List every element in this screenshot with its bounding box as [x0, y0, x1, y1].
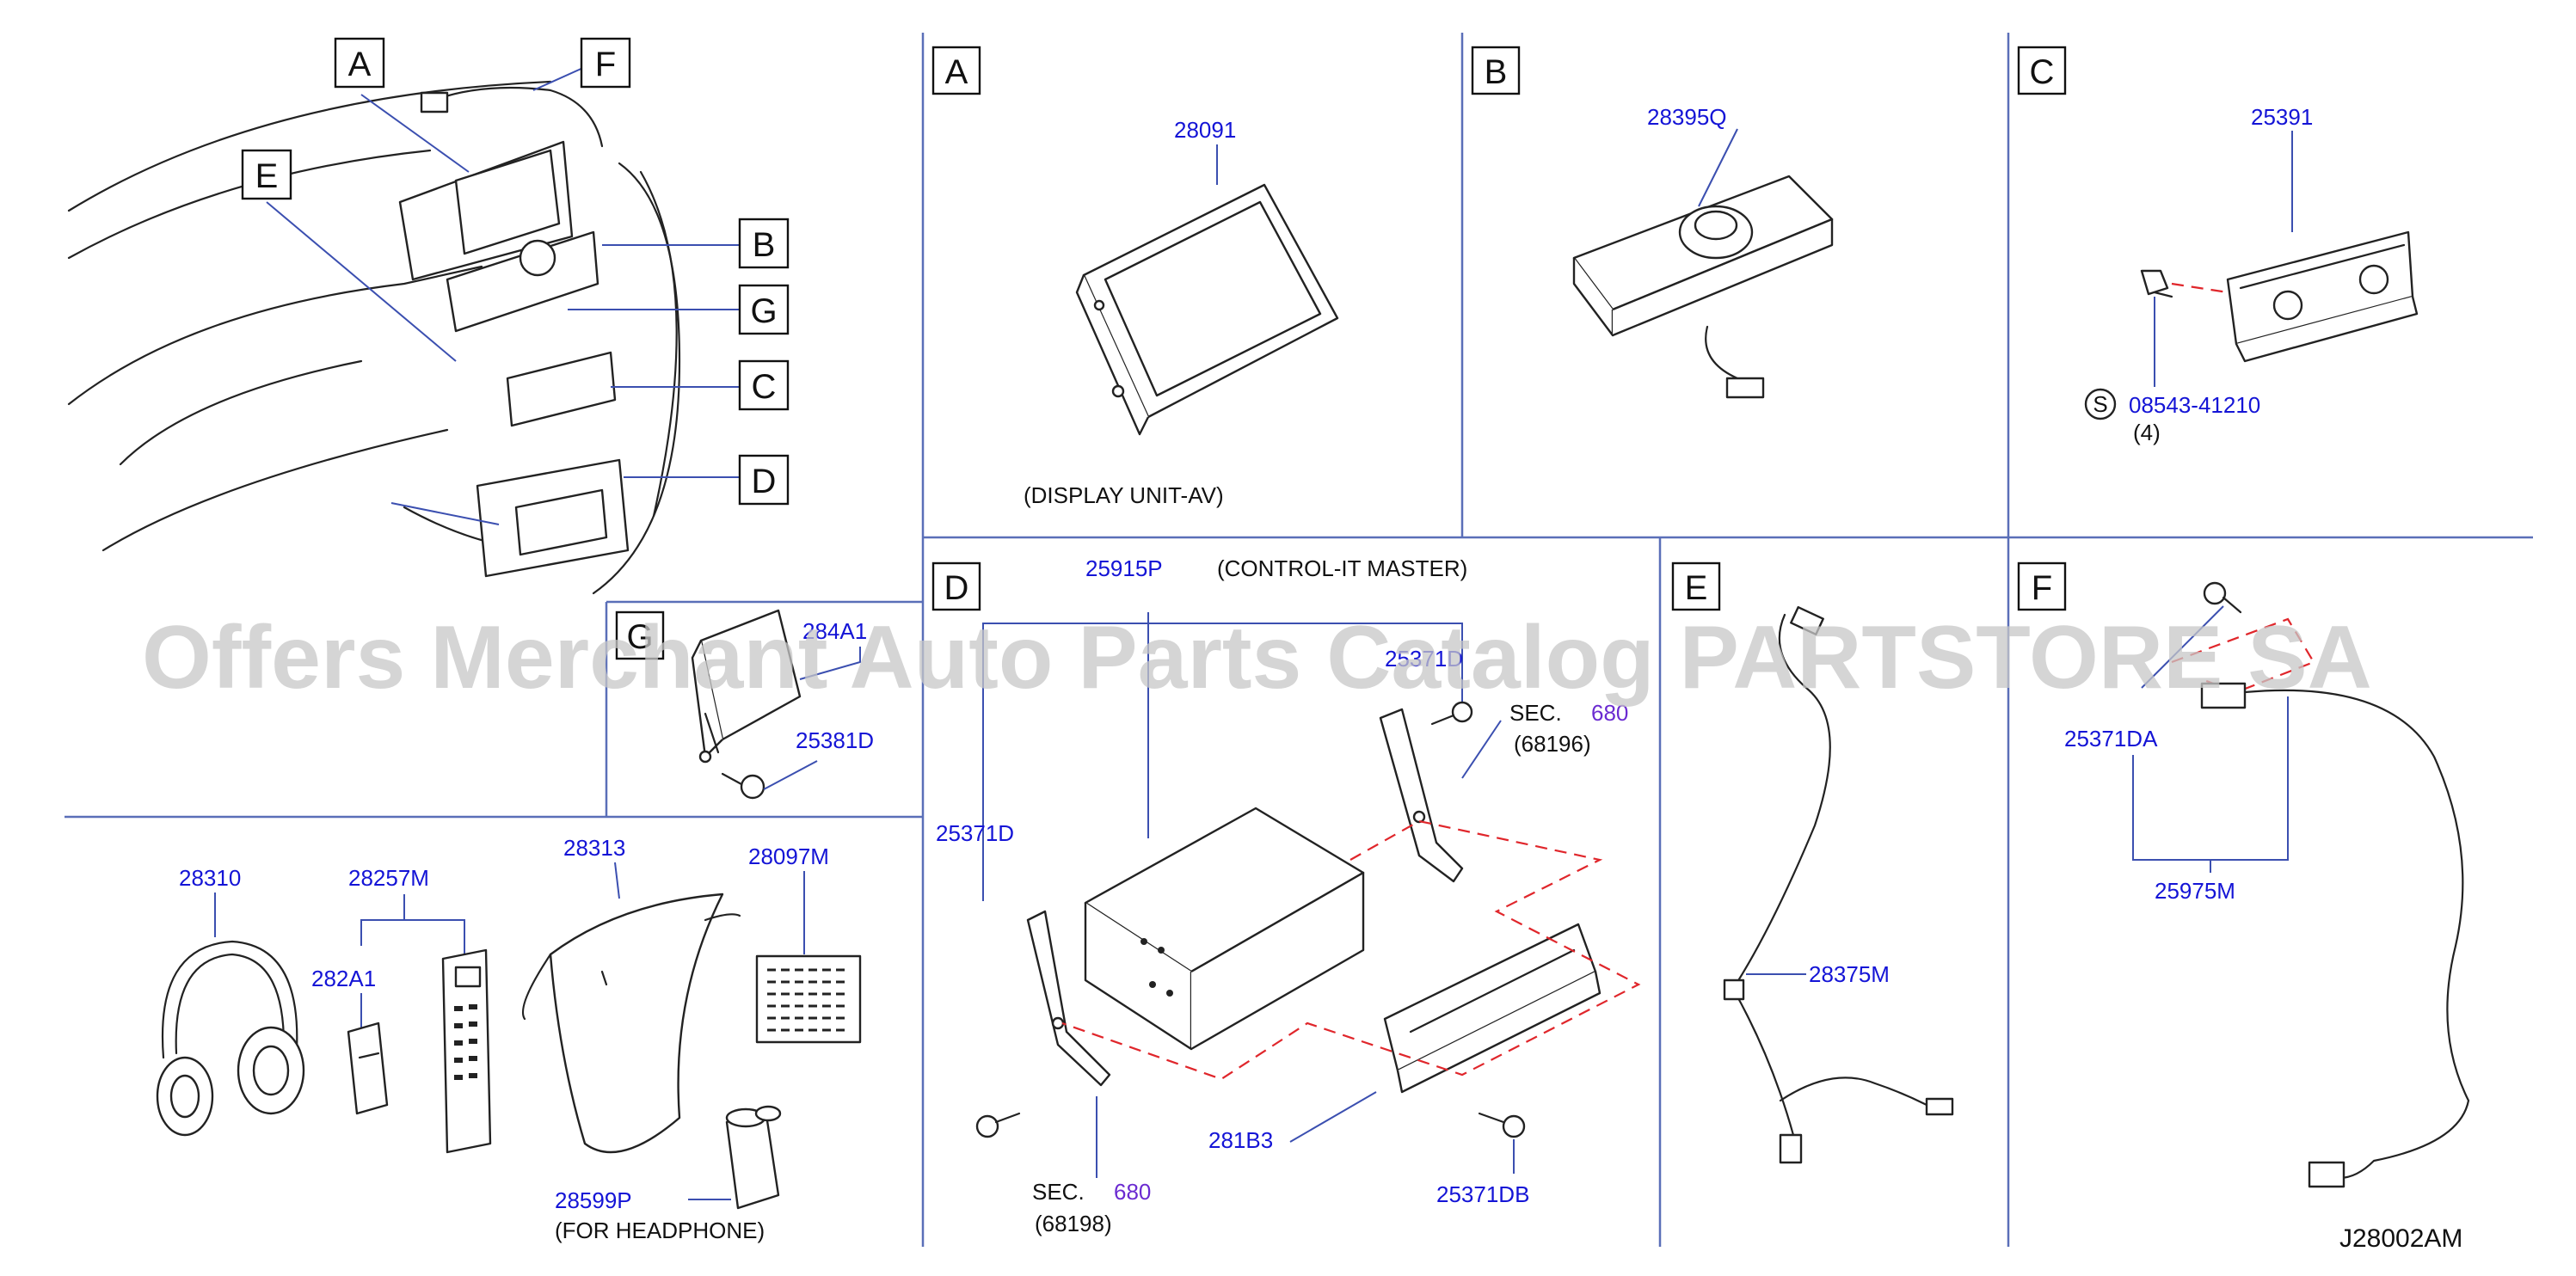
bracket-right[interactable]	[1379, 708, 1464, 883]
section-b-marker	[1471, 46, 1521, 95]
part-28395q[interactable]: 28395Q	[1647, 104, 1727, 130]
svg-text:G: G	[626, 618, 653, 656]
module-284a1[interactable]	[691, 609, 802, 764]
overview-label-g[interactable]: G	[738, 284, 790, 335]
section-a-marker	[931, 46, 981, 95]
part-08543-41210[interactable]: 08543-41210	[2129, 392, 2260, 418]
sec-ref-68196: (68196)	[1514, 731, 1591, 757]
sec-680-top[interactable]: 680	[1591, 700, 1628, 726]
part-28310[interactable]: 28310	[179, 865, 241, 891]
sec-label-top: SEC.	[1509, 700, 1562, 726]
section-c: C 25391 S 08543-41210 (4)	[2017, 46, 2419, 445]
section-e-marker	[1671, 561, 1721, 611]
part-281b3[interactable]: 281B3	[1208, 1127, 1273, 1153]
part-28599p[interactable]: 28599P	[555, 1187, 632, 1213]
section-d-marker	[931, 561, 981, 611]
sec-680-bottom[interactable]: 680	[1114, 1179, 1151, 1205]
part-25371d-left[interactable]: 25371D	[936, 820, 1014, 846]
screw-symbol	[2084, 388, 2117, 420]
screw-25381d[interactable]	[721, 772, 765, 800]
battery-cover[interactable]	[347, 1021, 389, 1115]
part-28375m[interactable]: 28375M	[1809, 961, 1890, 987]
part-284a1[interactable]: 284A1	[802, 618, 867, 644]
part-28313[interactable]: 28313	[563, 835, 625, 861]
part-25381d[interactable]: 25381D	[796, 727, 874, 753]
watermark: Offers Merchant Auto Parts Catalog PARTS…	[142, 608, 2372, 708]
remote-control[interactable]	[441, 948, 492, 1154]
overview-label-b[interactable]: B	[738, 218, 790, 269]
control-it-master-title: (CONTROL-IT MASTER)	[1217, 555, 1467, 581]
section-f-marker	[2017, 561, 2067, 611]
overview-ac-panel	[506, 351, 617, 427]
overview-label-a[interactable]: A	[334, 37, 385, 89]
overview-label-f[interactable]: F	[580, 37, 631, 89]
svg-text:F: F	[2032, 569, 2052, 607]
svg-text:A: A	[945, 53, 968, 91]
screw-25371d-left[interactable]	[975, 1112, 1021, 1138]
diagram-code: J28002AM	[2339, 1224, 2462, 1253]
section-d: D 25915P (CONTROL-IT MASTER)	[931, 555, 1641, 1236]
svg-text:F: F	[595, 46, 616, 83]
overview-label-c[interactable]: C	[738, 359, 790, 411]
section-f: F 25371DA 25975M	[2017, 561, 2470, 1188]
unit-281b3[interactable]	[1383, 923, 1602, 1094]
section-g-marker	[615, 610, 665, 660]
section-dividers	[65, 33, 2533, 1247]
section-c-marker	[2017, 46, 2067, 95]
svg-text:G: G	[750, 292, 777, 330]
section-e: E 28375M	[1671, 561, 1954, 1164]
part-25975m[interactable]: 25975M	[2155, 878, 2235, 904]
part-25371d-top[interactable]: 25371D	[1385, 646, 1463, 672]
section-a: A 28091 (DISPLAY UNIT-AV)	[931, 46, 1339, 508]
screw-25371db[interactable]	[1478, 1112, 1526, 1138]
battery-note: (FOR HEADPHONE)	[555, 1218, 765, 1243]
overview-label-d[interactable]: D	[738, 454, 790, 506]
svg-text:D: D	[944, 569, 969, 607]
svg-text:A: A	[348, 46, 372, 83]
screw-25371da[interactable]	[2203, 581, 2242, 614]
svg-text:B: B	[1485, 53, 1508, 91]
svg-text:C: C	[2030, 53, 2055, 91]
overview-label-e[interactable]: E	[241, 149, 292, 200]
svg-text:B: B	[753, 226, 776, 264]
control-it-master-unit[interactable]	[1084, 807, 1365, 1051]
sec-ref-68198: (68198)	[1035, 1211, 1112, 1236]
svg-text:E: E	[255, 157, 279, 195]
part-25915p[interactable]: 25915P	[1085, 555, 1163, 581]
harness-25975m[interactable]	[2200, 682, 2470, 1188]
svg-text:C: C	[752, 368, 777, 406]
harness-28375m[interactable]	[1723, 605, 1954, 1164]
section-b: B 28395Q	[1471, 46, 1834, 399]
headphones[interactable]	[156, 940, 305, 1137]
svg-text:S: S	[2093, 391, 2107, 417]
headphone-bag[interactable]	[521, 893, 741, 1154]
part-28091[interactable]: 28091	[1174, 117, 1236, 143]
sec-label-bottom: SEC.	[1032, 1179, 1085, 1205]
part-28097m[interactable]: 28097M	[748, 844, 829, 869]
section-g: G 284A1 25381D	[615, 609, 874, 800]
battery-28599p[interactable]	[725, 1105, 782, 1210]
display-unit-av[interactable]	[1075, 183, 1339, 436]
display-unit-note: (DISPLAY UNIT-AV)	[1024, 482, 1224, 508]
screw-qty: (4)	[2133, 420, 2161, 445]
svg-text:E: E	[1685, 569, 1708, 607]
part-25371da[interactable]: 25371DA	[2064, 726, 2158, 751]
accessories: 28310 28257M 282A1	[156, 835, 862, 1243]
ac-control-panel[interactable]	[2226, 230, 2419, 363]
screw-08543-41210[interactable]	[2140, 269, 2173, 298]
part-282a1[interactable]: 282A1	[311, 966, 376, 991]
bracket-left[interactable]	[1026, 910, 1111, 1087]
part-25391[interactable]: 25391	[2251, 104, 2313, 130]
owners-manual[interactable]	[755, 954, 862, 1044]
part-28257m[interactable]: 28257M	[348, 865, 429, 891]
av-controller[interactable]	[1572, 175, 1834, 399]
dashboard-overview	[67, 66, 740, 595]
svg-text:D: D	[752, 463, 777, 500]
part-25371db[interactable]: 25371DB	[1436, 1181, 1529, 1207]
screw-25371d-top[interactable]	[1430, 701, 1473, 726]
